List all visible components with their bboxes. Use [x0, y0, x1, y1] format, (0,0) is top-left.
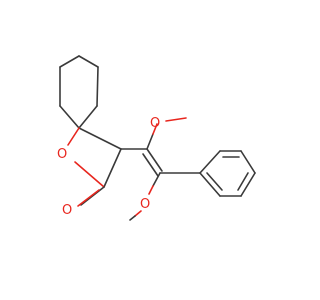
bond — [59, 105, 80, 129]
carbonyl-oxygen-label: O — [62, 203, 72, 218]
bond — [129, 215, 136, 221]
bond — [59, 55, 80, 68]
bond — [152, 172, 161, 187]
bond — [148, 185, 154, 195]
bond — [199, 150, 221, 174]
bond — [240, 150, 256, 174]
bond — [152, 123, 158, 135]
bond — [165, 117, 187, 122]
bond — [206, 172, 223, 191]
bond — [237, 172, 249, 191]
bond — [77, 189, 100, 207]
bond — [74, 161, 105, 188]
bond — [96, 66, 99, 107]
bond — [146, 133, 154, 150]
oxetanone-ring — [67, 127, 122, 207]
bond — [80, 186, 105, 206]
bond — [103, 148, 122, 188]
bond — [67, 127, 80, 146]
bond — [78, 55, 99, 68]
bond — [134, 210, 142, 217]
cyclohexane-ring — [59, 55, 99, 129]
phenyl-ring — [199, 150, 256, 197]
bond — [199, 172, 221, 197]
bond — [240, 172, 256, 197]
enol-ether-chain — [120, 117, 201, 221]
ring-oxygen-label: O — [57, 147, 67, 162]
bond — [78, 127, 122, 150]
bond — [146, 148, 163, 172]
bond — [142, 153, 159, 177]
structure-diagram: O O O O — [57, 55, 256, 221]
methoxy-lower-oxygen-label: O — [140, 197, 150, 212]
bond — [78, 105, 98, 129]
methoxy-upper-oxygen-label: O — [150, 116, 160, 131]
